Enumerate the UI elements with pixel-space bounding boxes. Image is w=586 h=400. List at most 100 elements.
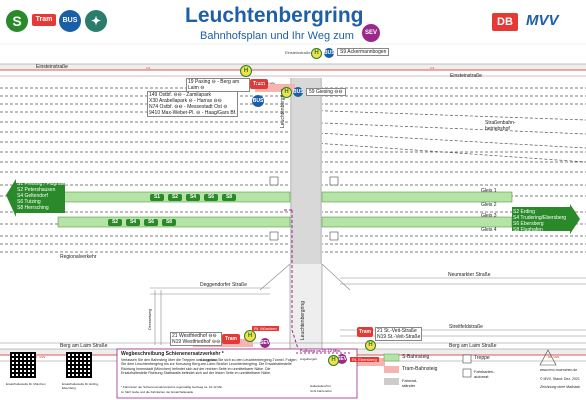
db-logo: DB: [492, 13, 518, 31]
tram-stop-badge: Tram: [357, 327, 373, 337]
sev-description-title: Wegbeschreibung Schienenersatzverkehr *: [121, 351, 224, 357]
rail-tracks: [0, 87, 586, 253]
street-angelbergstr: Angelbergstr.: [300, 357, 318, 361]
sev-stop-icon: SEV: [260, 338, 271, 348]
sbahn-dest: S4 Geltendorf: [17, 193, 48, 199]
rt-ebersberg-label: Rt. Ebersberg: [350, 357, 379, 362]
legend-sbahn: S-Bahnsteig: [402, 354, 430, 360]
legend-tram: Tram-Bahnsteig: [402, 366, 438, 372]
sbahn-dest: S6 Ebersberg: [513, 221, 544, 227]
street-strassenbahn: Straßenbahn-: [485, 120, 516, 126]
sev-stop-icon: SEV: [337, 354, 348, 364]
tram-line: N19 Westfriedhof ⊖⊖: [172, 339, 221, 345]
platform-line-badge: S4: [186, 194, 200, 201]
credits-url[interactable]: www.mvv-muenchen.de: [540, 368, 578, 372]
stop-h-icon: H: [240, 65, 252, 77]
street-streitfeld: Streitfeldstraße: [449, 324, 483, 330]
page-subtitle: Bahnhofsplan und Ihr Weg zum: [200, 30, 354, 42]
qr-label-muenchen: Ersatzhaltestelle Ri. München: [6, 382, 46, 386]
street-leuchtenbergring-lower: Leuchtenbergring: [300, 301, 306, 340]
legend-bike: Fahrrad-ständer: [402, 378, 418, 388]
street-berg-am-laim-right: Berg am Laim Straße: [449, 343, 497, 349]
stop-h-icon: H: [311, 48, 322, 59]
sbahn-dest: S2 Erding: [513, 209, 535, 215]
platform-line-badge: S2: [168, 194, 182, 201]
einstein-road: [0, 64, 586, 70]
street-einstein-left: Einsteinstraße: [36, 64, 68, 70]
platform-line-badge: S4: [126, 219, 140, 226]
sbahn-dest: S2 Petershausen: [17, 187, 56, 193]
tram-line: 21 St.-Veit-Straße: [377, 328, 417, 334]
direction-right-arrow: [512, 204, 580, 234]
platform-line-badge: S6: [144, 219, 158, 226]
sev-description-box: [116, 348, 358, 399]
bus-line: N74 Ostbf. ⊖⊖ - Messestadt Ost ⊖: [149, 104, 228, 110]
qr-code-erding[interactable]: [66, 352, 92, 378]
tram-stop-badge: Tram: [222, 334, 240, 344]
tram-stop-badge: Tram: [250, 79, 268, 89]
stop-h-icon: H: [365, 340, 376, 351]
bus-icon: BUS: [252, 95, 264, 107]
street-neumarkter: Neumarkter Straße: [448, 272, 491, 278]
tram-19-label: 19 Pasing ⊖ - Berg am Laim ⊖: [186, 78, 250, 92]
bus-icon: BUS: [293, 87, 304, 97]
stairs-icon: [462, 354, 472, 364]
page-title: Leuchtenbergring: [185, 4, 364, 27]
sev-logo: SEV: [362, 24, 380, 42]
street-einstein-right: Einsteinstraße: [450, 73, 482, 79]
ticket-machine-icon: [462, 368, 472, 378]
street-b2-left: 2.9: [146, 66, 151, 70]
legend-stairs: Treppe: [474, 355, 490, 361]
stop-h-icon: H: [244, 330, 256, 342]
credits-scale: Zeichnung ohne Maßstab: [540, 385, 580, 389]
platform-line-badge: S8: [162, 219, 176, 226]
stairs-icon: [329, 176, 339, 186]
street-deggendorfer: Deggendorfer Straße: [200, 282, 247, 288]
track-label: Gleis 1: [481, 188, 497, 194]
sbahn-left-destinations: S1 Freising / Flughafen S2 Petershausen …: [17, 181, 69, 211]
stop-h-icon: H: [281, 87, 292, 98]
tram-logo: Tram: [32, 14, 56, 26]
track-label: Gleis 2: [481, 202, 497, 208]
track-label: Gleis 3: [481, 213, 497, 219]
bus-line: 149 Ostbf. ⊖⊖ - Zamilapark: [149, 92, 212, 98]
street-kampfgraben: Kampfgraben: [200, 358, 219, 362]
bus-59-label: 59 Giesing ⊖⊖: [306, 88, 346, 96]
credits-copyright: © MVV, Stand: Dez. 2021: [540, 377, 580, 381]
rt-muenchen-label: Rt. München: [252, 326, 279, 331]
direction-left-arrow: [6, 179, 65, 217]
street-einstein-small-2: Einsteinstraße: [256, 81, 276, 85]
legend-route: Haltestellen/Ort: [310, 384, 331, 388]
street-berg-am-laim-left: Berg am Laim Straße: [60, 343, 108, 349]
sev-description-text: Verlassen Sie den Bahnsteig über die Tre…: [121, 358, 297, 376]
stop-h-icon: H: [328, 355, 339, 366]
street-b2-right: 2.9: [430, 66, 435, 70]
sev-stop-label: S9 Ackermannbogen: [337, 48, 390, 56]
bus-icon: BUS: [324, 48, 335, 58]
sev-stop-location: Einsteinstraße: [285, 50, 311, 55]
street-drosselweg: Drosselweg: [147, 309, 152, 330]
street-regionalverkehr: Regionalverkehr: [60, 254, 97, 260]
sev-footnote-1: * Fahrzeiten der Schienenersatzverkehrs …: [121, 385, 224, 389]
s-bahn-logo: S: [6, 10, 28, 32]
qr-code-muenchen[interactable]: [10, 352, 36, 378]
sev-walk-time: Fußweg ca.10-12 Min.: [300, 348, 342, 353]
sbahn-dest: S1 Freising / Flughafen: [17, 181, 69, 187]
bus-line: 9410 Max-Weber-Pl. ⊖ - Haag/Gars Bf.: [149, 110, 237, 116]
walk-logo: ✦: [85, 10, 107, 32]
sev-footnote-2: im SEV Gabe und die Fahrkarten der Ersat…: [121, 390, 194, 394]
bus-line: X30 Arabellapark ⊖ - Harras ⊖⊖: [149, 98, 222, 104]
street-st-right: B1, M29: [548, 355, 560, 359]
legend-ticket: Fahrkarten-automat: [474, 369, 495, 379]
tram-21-st-veit: 21 St.-Veit-Straße N19 St.-Veit-Straße: [375, 327, 423, 341]
sbahn-dest: S6 Tutzing: [17, 199, 41, 205]
street-st-left: B1, M29: [34, 355, 46, 359]
sbahn-dest: S8 Flughafen: [513, 227, 543, 233]
walking-route: [291, 210, 301, 356]
tram-line: N19 St.-Veit-Straße: [377, 334, 421, 340]
track-label: Gleis 4: [481, 227, 497, 233]
sbahn-right-destinations: S2 Erding S4 Trudering/Ebersberg S6 Eber…: [513, 209, 566, 233]
bus-logo: BUS: [59, 10, 81, 32]
